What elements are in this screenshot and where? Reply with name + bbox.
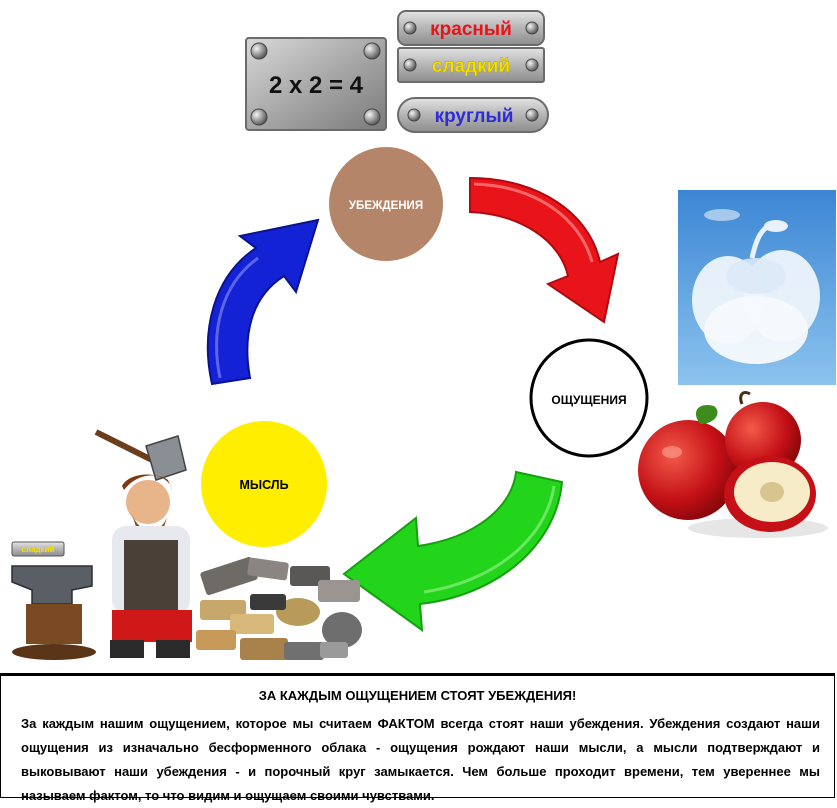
thought-label: МЫСЛЬ (239, 478, 288, 492)
small-sweet-text: сладкий (22, 545, 55, 554)
red-arrow (469, 176, 620, 324)
equation-plate-text: 2 x 2 = 4 (269, 72, 364, 99)
sweet-word-text: сладкий (432, 56, 510, 77)
red-word-plate: красный (397, 10, 545, 46)
beliefs-node: УБЕЖДЕНИЯ (329, 147, 443, 261)
blue-arrow (206, 218, 320, 386)
caption-box: ЗА КАЖДЫМ ОЩУЩЕНИЕМ СТОЯТ УБЕЖДЕНИЯ! За … (0, 673, 835, 803)
apples-picture (638, 390, 828, 538)
beliefs-label: УБЕЖДЕНИЯ (349, 200, 423, 212)
blacksmith-picture: сладкий (11, 429, 192, 660)
round-word-text: круглый (435, 106, 514, 127)
sensations-node: ОЩУЩЕНИЯ (529, 338, 649, 458)
caption-title: ЗА КАЖДЫМ ОЩУЩЕНИЕМ СТОЯТ УБЕЖДЕНИЯ! (258, 688, 577, 703)
cloud-apple-picture (678, 190, 836, 385)
sweet-word-plate: сладкий (397, 47, 545, 83)
thought-node: МЫСЛЬ (201, 421, 327, 547)
round-word-plate: круглый (397, 97, 549, 133)
green-arrow (342, 470, 564, 633)
tags-pile-picture (196, 557, 362, 660)
caption-body: За каждым нашим ощущением, которое мы сч… (21, 716, 820, 803)
cycle-diagram: 2 x 2 = 4 красный сладкий круглый УБЕЖДЕ… (11, 10, 836, 660)
equation-plate: 2 x 2 = 4 (245, 37, 387, 131)
red-word-text: красный (430, 19, 512, 40)
sensations-label: ОЩУЩЕНИЯ (551, 393, 626, 407)
